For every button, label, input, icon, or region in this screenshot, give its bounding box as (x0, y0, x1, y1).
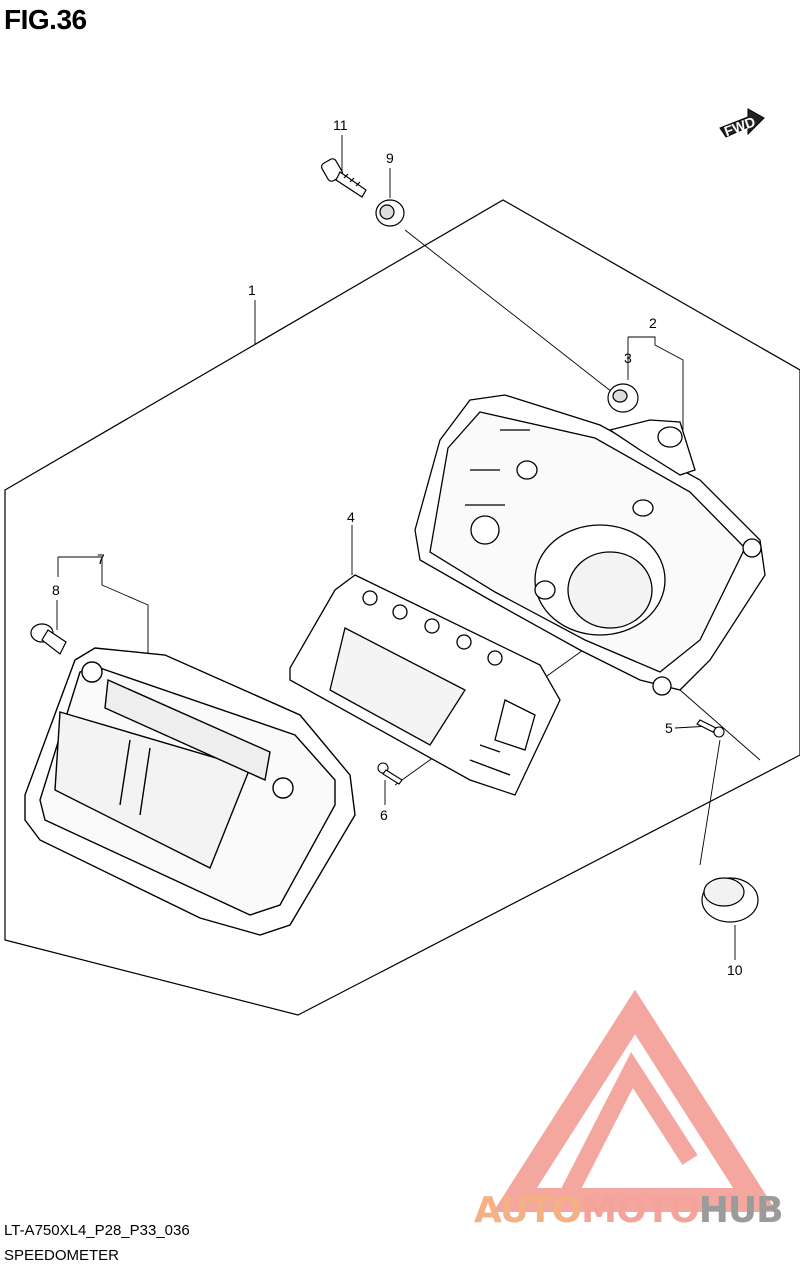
cap-part-10 (701, 877, 759, 923)
brand-part-moto: MOTO (581, 1190, 700, 1231)
screw-part-6 (377, 762, 403, 785)
grommet-part-3 (607, 383, 639, 413)
grommet-part-9 (375, 199, 405, 227)
watermark-logo (493, 989, 777, 1212)
front-cover-part-7 (24, 647, 356, 936)
callout-9: 9 (386, 150, 394, 166)
callout-3: 3 (624, 350, 632, 366)
figure-title: FIG.36 (4, 4, 87, 35)
fwd-label: FWD (722, 113, 757, 139)
callout-6: 6 (380, 807, 388, 823)
diagram-name: SPEEDOMETER (4, 1247, 120, 1264)
screw-part-8 (30, 623, 67, 655)
fwd-arrow-icon: FWD (719, 108, 765, 139)
screw-part-5 (696, 719, 725, 738)
brand-part-auto: AUTO (474, 1190, 582, 1231)
assembly-outline (4, 199, 800, 1016)
callout-10: 10 (727, 962, 743, 978)
callout-5: 5 (665, 720, 673, 736)
callout-7: 7 (97, 551, 105, 567)
circuit-board-part-4 (289, 574, 561, 796)
brand-wordmark: AUTOMOTOHUB (474, 1190, 784, 1231)
meter-case-part-2 (414, 394, 766, 696)
bolt-part-11 (320, 158, 367, 198)
callout-8: 8 (52, 582, 60, 598)
model-code: LT-A750XL4_P28_P33_036 (4, 1222, 190, 1239)
brand-part-hub: HUB (698, 1190, 784, 1231)
callout-4: 4 (347, 509, 355, 525)
callout-labels: 1 2 3 4 5 6 7 8 9 10 11 (52, 117, 743, 978)
callout-1: 1 (248, 282, 256, 298)
callout-2: 2 (649, 315, 657, 331)
callout-11: 11 (333, 117, 348, 133)
